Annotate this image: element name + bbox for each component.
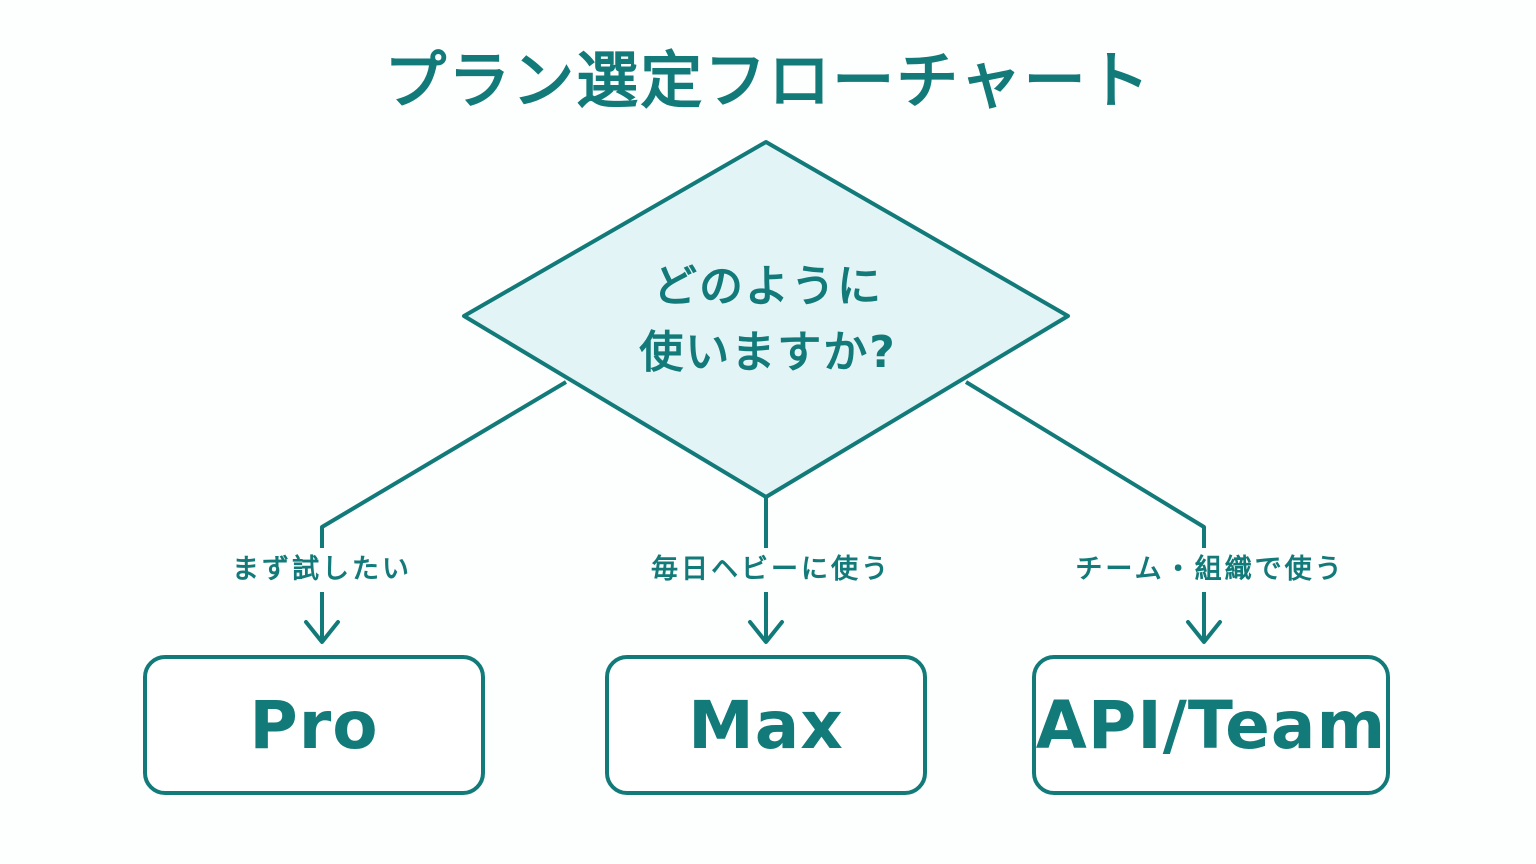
arrowhead-center (748, 620, 784, 644)
plan-label-max: Max (688, 686, 844, 764)
connector-right (964, 380, 1206, 640)
plan-box-max: Max (605, 655, 927, 795)
condition-label-team: チーム・組織で使う (1058, 548, 1362, 592)
plan-box-pro: Pro (143, 655, 485, 795)
condition-label-pro: まず試したい (212, 548, 432, 592)
decision-diamond (462, 140, 1070, 499)
connector-left (320, 380, 568, 640)
question-line-2: 使いますか? (639, 327, 897, 378)
plan-label-pro: Pro (249, 686, 379, 764)
plan-label-team: API/Team (1035, 686, 1387, 764)
arrowhead-left (304, 620, 340, 644)
arrowhead-right (1186, 620, 1222, 644)
plan-box-team: API/Team (1032, 655, 1390, 795)
chart-title: プラン選定フローチャート (384, 44, 1152, 117)
condition-label-max: 毎日ヘビーに使う (630, 548, 912, 592)
question-line-1: どのように (653, 261, 883, 312)
